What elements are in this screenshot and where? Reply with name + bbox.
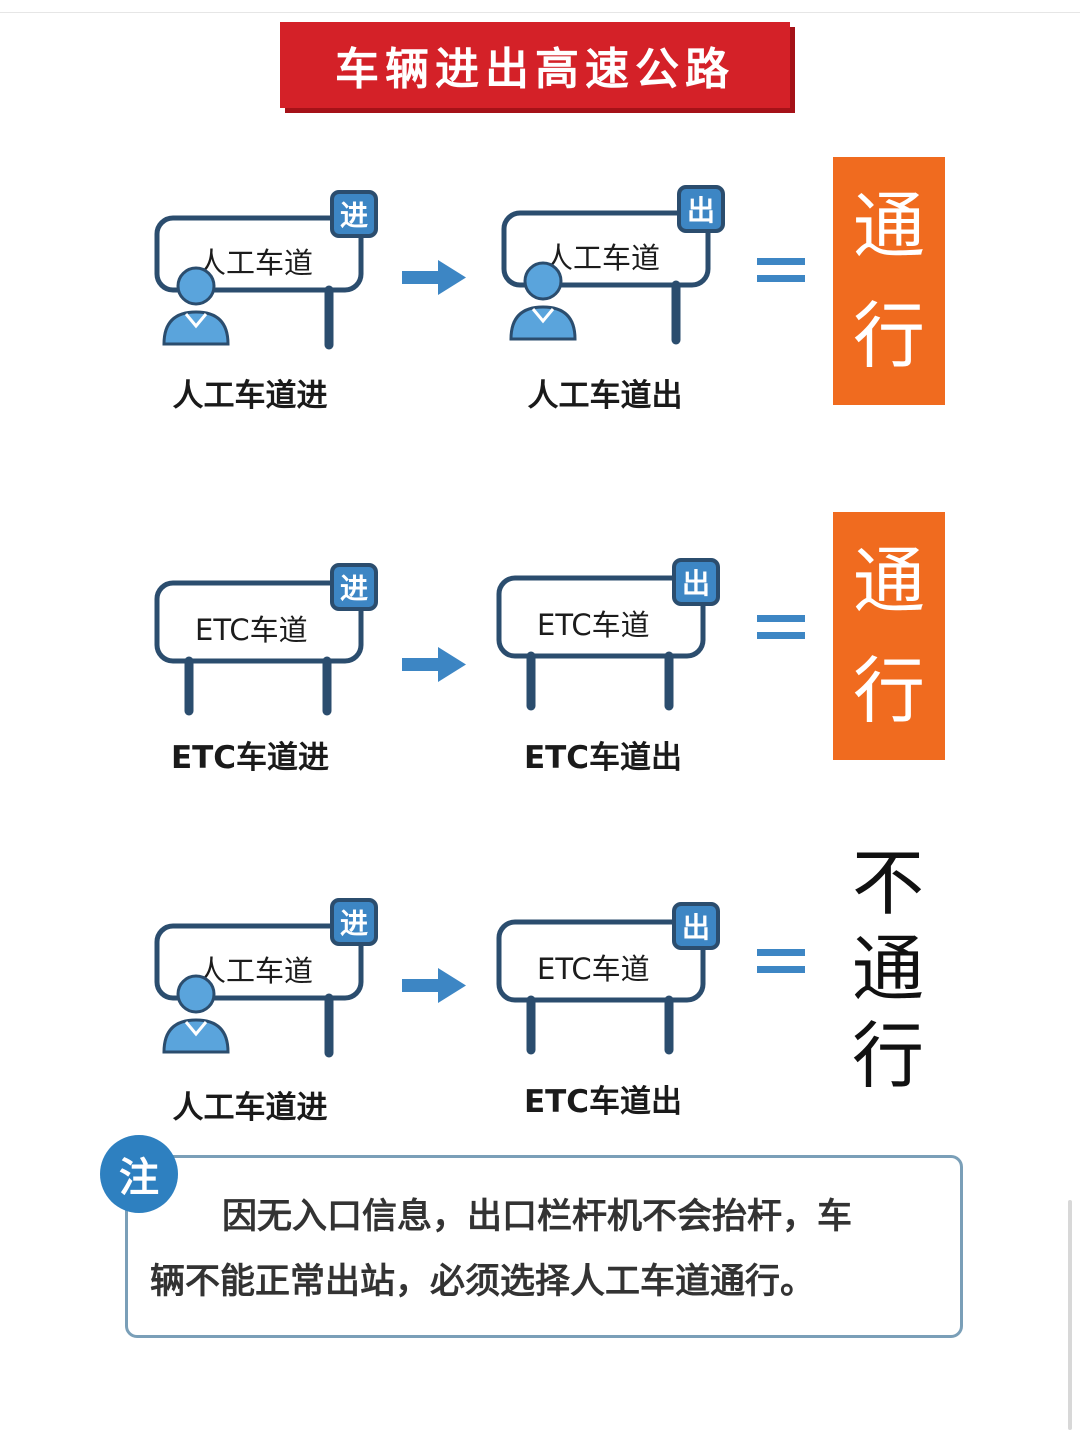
gate-sign-label: ETC车道 <box>537 952 650 986</box>
exit-caption: 人工车道出 <box>527 378 683 414</box>
result-char: 行 <box>852 294 925 378</box>
equals-icon <box>757 258 805 282</box>
gate-frame <box>496 575 706 711</box>
gate-sign-label: 人工车道 <box>197 246 314 280</box>
note-text-line-2: 辆不能正常出站，必须选择人工车道通行。 <box>150 1262 816 1302</box>
scrollbar[interactable] <box>1068 1200 1072 1430</box>
result-char: 通 <box>851 927 924 1012</box>
exit-badge: 出 <box>672 558 720 606</box>
note-text-line-1: 因无入口信息，出口栏杆机不会抬杆，车 <box>222 1197 853 1237</box>
entry-caption: 人工车道进 <box>172 378 328 414</box>
result-pass-badge: 通 行 <box>833 157 945 405</box>
gate-sign-label: 人工车道 <box>197 954 314 988</box>
result-char: 通 <box>852 184 925 268</box>
arrow-right-icon <box>402 647 466 682</box>
entry-gate-manual: 人工车道 进 <box>154 898 395 1068</box>
note-box <box>125 1155 963 1338</box>
entry-badge: 进 <box>330 563 378 611</box>
exit-gate-manual: 人工车道 出 <box>501 185 742 355</box>
exit-badge: 出 <box>677 185 725 233</box>
result-char: 不 <box>851 841 924 925</box>
gate-frame <box>496 919 706 1055</box>
entry-gate-etc: ETC车道 进 <box>154 563 395 733</box>
page-title: 车辆进出高速公路 <box>280 22 790 108</box>
gate-frame <box>154 580 364 716</box>
toll-collector-icon <box>162 974 230 1054</box>
exit-gate-etc: ETC车道 出 <box>496 902 737 1072</box>
exit-caption: ETC车道出 <box>523 1084 683 1120</box>
entry-gate-manual: 人工车道 进 <box>154 190 395 360</box>
entry-caption: 人工车道进 <box>172 1090 328 1126</box>
entry-badge: 进 <box>330 898 378 946</box>
toll-collector-icon <box>162 266 230 346</box>
exit-gate-etc: ETC车道 出 <box>496 558 737 728</box>
result-char: 行 <box>852 649 925 733</box>
gate-sign-label: ETC车道 <box>195 613 308 647</box>
result-pass-badge: 通 行 <box>833 512 945 760</box>
entry-caption: ETC车道进 <box>170 740 330 776</box>
result-char: 通 <box>852 539 925 623</box>
note-badge: 注 <box>100 1135 178 1213</box>
result-nopass-label: 不 通 行 <box>838 840 938 1099</box>
result-char: 行 <box>851 1013 924 1098</box>
arrow-right-icon <box>402 260 466 295</box>
entry-badge: 进 <box>330 190 378 238</box>
toll-collector-icon <box>509 261 577 341</box>
arrow-right-icon <box>402 968 466 1003</box>
top-divider <box>0 12 1080 13</box>
equals-icon <box>757 949 805 973</box>
exit-caption: ETC车道出 <box>523 740 683 776</box>
exit-badge: 出 <box>672 902 720 950</box>
gate-sign-label: 人工车道 <box>544 241 661 275</box>
equals-icon <box>757 615 805 639</box>
gate-sign-label: ETC车道 <box>537 608 650 642</box>
